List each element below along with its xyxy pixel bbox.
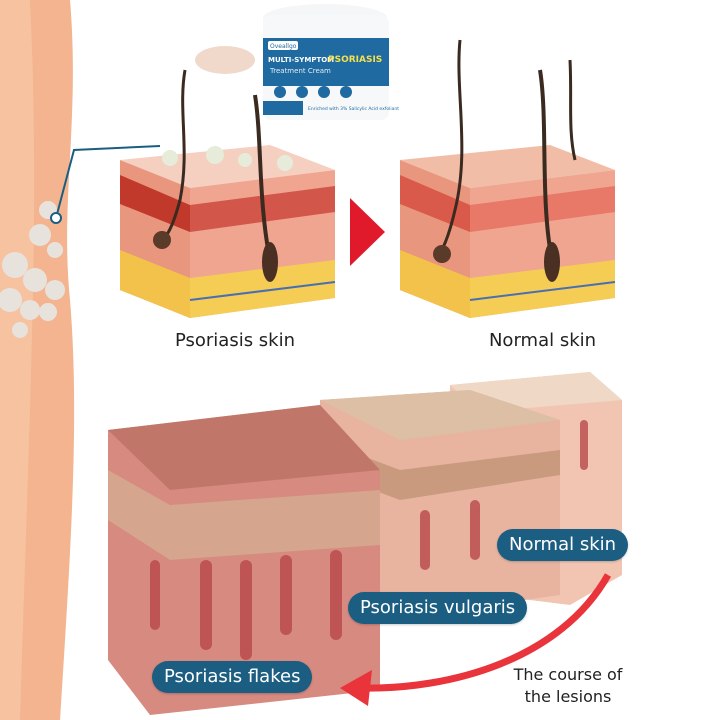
svg-text:MULTI-SYMPTOM: MULTI-SYMPTOM — [268, 56, 334, 64]
leg-illustration — [0, 0, 75, 720]
label-normal-skin: Normal skin — [488, 330, 597, 351]
svg-text:PSORIASIS: PSORIASIS — [328, 55, 382, 65]
pill-psoriasis-vulgaris: Psoriasis vulgaris — [348, 592, 528, 624]
skin-cross-section — [108, 372, 622, 715]
psoriasis-skin-cube — [120, 69, 336, 318]
product-jar: Oveallgo MULTI-SYMPTOM PSORIASIS Treatme… — [195, 4, 399, 120]
label-psoriasis-skin: Psoriasis skin — [174, 330, 296, 351]
normal-skin-cube — [400, 39, 616, 318]
connector-line — [50, 145, 161, 224]
course-caption: The course of the lesions — [510, 664, 626, 708]
svg-text:Treatment Cream: Treatment Cream — [269, 67, 331, 75]
course-line-2: the lesions — [524, 687, 612, 706]
course-arrow — [340, 573, 612, 706]
course-line-1: The course of — [513, 665, 623, 684]
svg-text:Enriched with 3% Salicylic Aci: Enriched with 3% Salicylic Acid exfolian… — [308, 106, 399, 112]
arrow-right-icon — [350, 198, 385, 266]
pill-normal-skin: Normal skin — [497, 529, 629, 561]
product-brand: Oveallgo — [270, 43, 297, 50]
pill-psoriasis-flakes: Psoriasis flakes — [152, 661, 313, 693]
